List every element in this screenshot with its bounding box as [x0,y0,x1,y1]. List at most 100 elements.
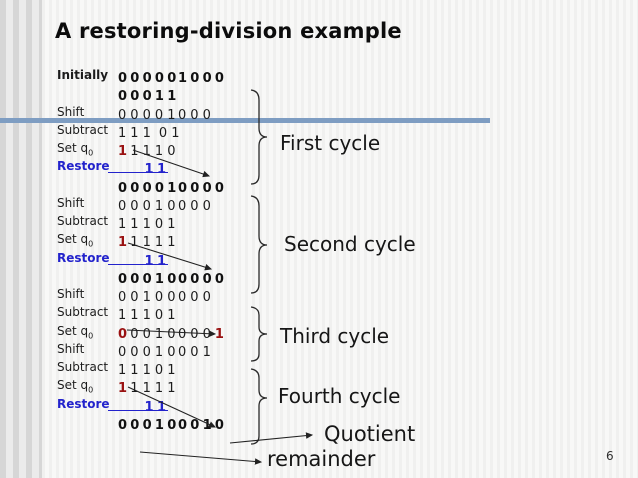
binary-digit: 0 [118,108,127,123]
binary-digit: 0 [118,272,128,287]
binary-digit: 0 [130,108,139,123]
binary-digit: 1 [167,363,176,378]
row-label: Subtract [57,123,109,137]
binary-digit: 0 [202,327,211,342]
binary-digit: 0 [142,345,151,360]
row-label: Shift [57,342,85,356]
binary-digit: 0 [190,181,200,196]
binary-digit: 1 [142,217,151,232]
binary-digit: 1 [130,235,139,250]
binary-digit: 0 [154,290,164,305]
binary-digit: 0 [167,144,176,159]
binary-digit: 1 [156,400,166,415]
binary-digit: 1 [142,235,151,250]
binary-digit: 0 [178,108,187,123]
binary-digit: 1 [167,108,176,123]
binary-digit: 0 [118,290,127,305]
binary-digit: 0 [130,418,140,433]
binary-digit: 0 [130,290,139,305]
binary-digit: 1 [142,363,151,378]
binary-digit: 1 [144,254,154,269]
binary-digit: 0 [118,71,128,86]
left-stripe-band [0,0,42,478]
row-label: Subtract [57,214,109,228]
binary-digit: 1 [154,235,164,250]
binary-digit: 1 [154,199,164,214]
binary-digit: 0 [190,345,199,360]
binary-digit: 0 [118,418,128,433]
binary-digit: 0 [118,327,128,342]
binary-digit: 0 [142,272,152,287]
binary-digit: 1 [118,217,127,232]
label-subscript: 0 [88,331,94,341]
binary-digit: 0 [130,345,139,360]
binary-digit: 0 [154,108,164,123]
binary-digit: 0 [190,199,199,214]
binary-digit: 0 [178,290,187,305]
binary-digit: 1 [118,308,127,323]
binary-digit: 1 [154,345,164,360]
cycle-brace-fourth [250,368,268,445]
row-label: Shift [57,287,85,301]
binary-digit: 1 [118,235,128,250]
row-label: Set q0 [57,141,94,158]
binary-digit: 1 [118,126,127,141]
binary-digit: 0 [178,327,187,342]
binary-digit: 0 [178,418,188,433]
binary-digit: 1 [142,308,151,323]
binary-digit: 1 [144,162,154,177]
binary-digit: 1 [154,272,164,287]
binary-digit: 0 [142,418,152,433]
binary-digit: 1 [142,126,151,141]
binary-digit: 1 [171,126,180,141]
binary-digit: 1 [154,144,164,159]
cycle-brace-second [250,195,268,294]
binary-digit: 1 [154,418,164,433]
row-label: Initially [57,68,109,82]
binary-digit: 0 [214,418,224,433]
binary-digit: 0 [167,272,177,287]
binary-digit: 0 [142,199,151,214]
binary-digit: 0 [167,199,176,214]
binary-digit: 0 [118,89,128,104]
binary-digit: 0 [190,418,200,433]
binary-digit: 0 [167,345,176,360]
binary-digit: 0 [130,199,139,214]
binary-digit: 1 [118,144,128,159]
row-label: Set q0 [57,324,94,341]
binary-digit: 1 [156,254,166,269]
binary-digit: 0 [202,272,212,287]
binary-digit: 0 [214,181,224,196]
binary-digit: 1 [130,363,139,378]
cycle-label-fourth: Fourth cycle [278,384,401,408]
row-label: Set q0 [57,378,94,395]
binary-digit: 1 [167,181,177,196]
binary-digit: 0 [178,345,187,360]
binary-digit: 0 [154,217,164,232]
slide-title: A restoring-division example [55,19,402,43]
binary-digit: 0 [190,290,199,305]
binary-digit: 1 [167,89,177,104]
horizontal-divider-line [0,118,490,123]
binary-digit: 0 [190,71,200,86]
binary-digit: 0 [214,71,224,86]
cycle-brace-first [250,89,268,185]
binary-digit: 0 [154,363,164,378]
row-label: Restore [57,397,110,411]
binary-digit: 1 [178,71,188,86]
binary-digit: 1 [130,126,139,141]
